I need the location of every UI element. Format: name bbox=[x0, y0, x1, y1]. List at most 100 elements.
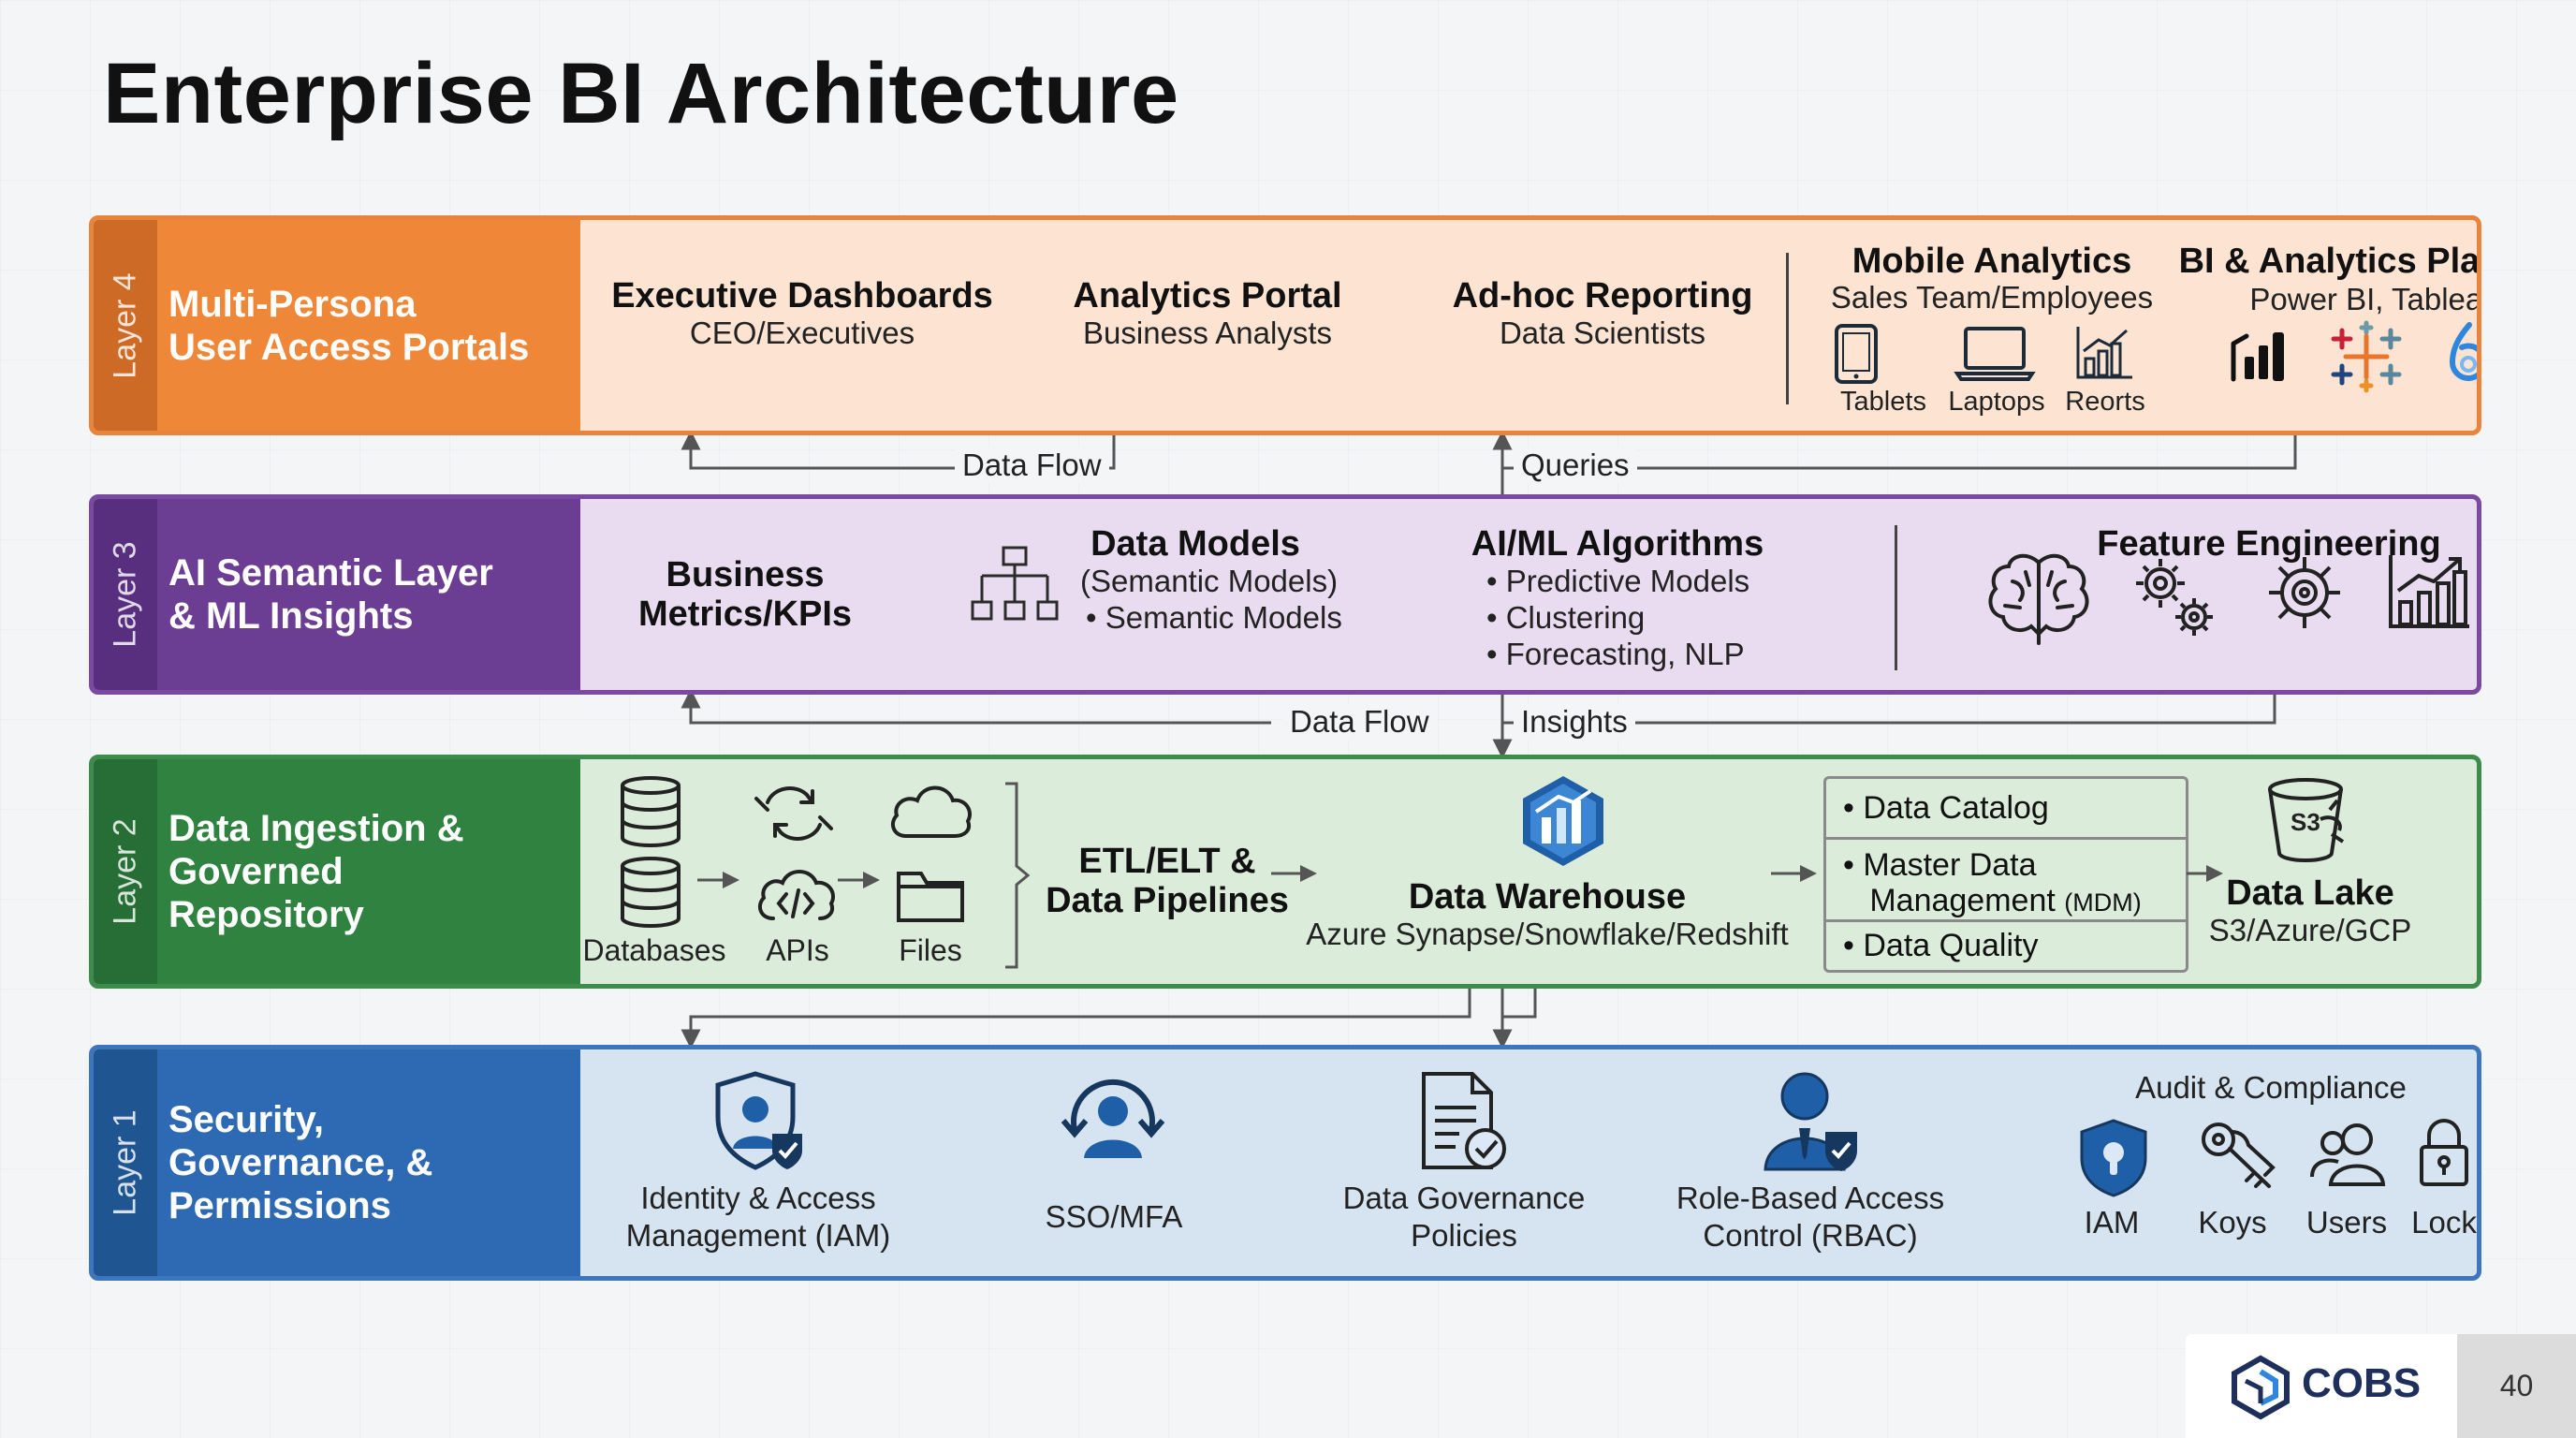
settings-gears-icon bbox=[2136, 559, 2213, 636]
layer-3-tag: Layer 3 bbox=[94, 499, 157, 690]
governance-label-line1: Data Governance bbox=[1342, 1181, 1586, 1215]
governance-label-line2: Policies bbox=[1411, 1218, 1517, 1253]
shield-lock-icon bbox=[2080, 1119, 2147, 1197]
identity-shield-icon bbox=[715, 1071, 802, 1170]
tablet-icon bbox=[1835, 324, 1878, 384]
data-models-line2: • Semantic Models bbox=[1086, 600, 1342, 635]
layer-2-label: Data Ingestion & Governed Repository bbox=[157, 759, 580, 984]
iam-label-line1: Identity & Access bbox=[640, 1181, 876, 1215]
users-icon bbox=[2310, 1123, 2386, 1186]
catalog-arrow bbox=[2187, 865, 2223, 882]
layer-2-tag: Layer 2 bbox=[94, 759, 157, 984]
data-warehouse-icon bbox=[1523, 776, 1603, 866]
algorithm-item-predictive: • Predictive Models bbox=[1486, 564, 1750, 598]
device-label-laptops: Laptops bbox=[1948, 387, 2045, 417]
audit-label-lock: Lock bbox=[2411, 1205, 2477, 1240]
executive-dashboards-persona: CEO/Executives bbox=[689, 315, 915, 350]
cobs-logo-text: COBS bbox=[2302, 1360, 2422, 1406]
report-chart-icon bbox=[2076, 327, 2132, 379]
layer-2-panel: Layer 2 Data Ingestion & Governed Reposi… bbox=[89, 755, 2481, 989]
layer-3-content: Business Metrics/KPIs Data Models (Seman… bbox=[580, 499, 2477, 690]
flow-label-data-flow-lower: Data Flow bbox=[1282, 704, 1437, 740]
database-icon-secondary bbox=[621, 857, 681, 928]
audit-compliance-title: Audit & Compliance bbox=[2135, 1070, 2407, 1105]
cobs-logo: COBS bbox=[2186, 1334, 2457, 1438]
audit-label-iam: IAM bbox=[2084, 1205, 2140, 1240]
executive-dashboards-title: Executive Dashboards bbox=[611, 276, 993, 315]
page-number: 40 bbox=[2457, 1334, 2576, 1438]
layer-3-panel: Layer 3 AI Semantic Layer & ML Insights … bbox=[89, 494, 2481, 695]
layer-2-content: Databases APIs Files ETL/ELT & Data Pipe… bbox=[580, 759, 2477, 984]
layer-4-divider bbox=[1786, 253, 1789, 404]
bi-platform-tools: Power BI, Tableau bbox=[2249, 282, 2481, 316]
flow-label-queries: Queries bbox=[1514, 448, 1637, 483]
flow-label-insights: Insights bbox=[1514, 704, 1635, 740]
cloud-icon bbox=[890, 785, 972, 838]
layer-4-tag: Layer 4 bbox=[94, 220, 157, 431]
flow-label-data-flow-upper: Data Flow bbox=[955, 448, 1109, 483]
layer-3-label: AI Semantic Layer & ML Insights bbox=[157, 499, 580, 690]
source-label-apis: APIs bbox=[766, 933, 829, 967]
source-arrows bbox=[697, 872, 880, 888]
sync-arrows-icon bbox=[754, 786, 833, 841]
page-title: Enterprise BI Architecture bbox=[103, 46, 1179, 141]
iam-label-line2: Management (IAM) bbox=[625, 1218, 891, 1253]
hierarchy-icon bbox=[971, 546, 1059, 621]
data-warehouse-title: Data Warehouse bbox=[1408, 877, 1687, 917]
gear-icon bbox=[2269, 557, 2340, 628]
device-label-reports: Reorts bbox=[2065, 387, 2145, 417]
rbac-label-line1: Role-Based Access bbox=[1676, 1181, 1945, 1215]
lock-icon bbox=[2420, 1119, 2468, 1186]
mobile-analytics-persona: Sales Team/Employees bbox=[1830, 280, 2154, 315]
layer-1-label: Security, Governance, & Permissions bbox=[157, 1049, 580, 1276]
growth-chart-icon bbox=[2389, 555, 2469, 628]
adhoc-reporting-persona: Data Scientists bbox=[1499, 315, 1706, 350]
business-metrics-label: Business Metrics/KPIs bbox=[637, 555, 853, 634]
source-label-files: Files bbox=[899, 933, 962, 967]
svg-text:S3: S3 bbox=[2291, 808, 2320, 836]
laptop-icon bbox=[1954, 327, 2036, 381]
layer-4-panel: Layer 4 Multi-Persona User Access Portal… bbox=[89, 215, 2481, 435]
device-label-tablets: Tablets bbox=[1840, 387, 1926, 417]
layer-4-content: Executive Dashboards CEO/Executives Anal… bbox=[580, 220, 2477, 431]
s3-bucket-icon: S3 bbox=[2268, 778, 2345, 862]
layer-4-label: Multi-Persona User Access Portals bbox=[157, 220, 580, 431]
adhoc-reporting-title: Ad-hoc Reporting bbox=[1452, 276, 1753, 315]
etl-arrow bbox=[1271, 865, 1317, 882]
audit-label-users: Users bbox=[2305, 1205, 2388, 1240]
etl-pipelines-label: ETL/ELT & Data Pipelines bbox=[1046, 842, 1289, 920]
catalog-item-data-quality: • Data Quality bbox=[1826, 919, 2186, 963]
analytics-portal-title: Analytics Portal bbox=[1073, 276, 1342, 315]
sources-bracket bbox=[1005, 782, 1031, 969]
brain-icon bbox=[1988, 553, 2089, 645]
tableau-icon bbox=[2331, 320, 2402, 393]
layer-1-content: Identity & Access Management (IAM) SSO/M… bbox=[580, 1049, 2477, 1276]
data-warehouse-platforms: Azure Synapse/Snowflake/Redshift bbox=[1306, 917, 1789, 951]
data-lake-providers: S3/Azure/GCP bbox=[2208, 913, 2412, 947]
rbac-user-shield-icon bbox=[1764, 1072, 1857, 1171]
catalog-item-mdm: • Master Data Management (MDM) bbox=[1826, 837, 2186, 920]
bi-platform-title: BI & Analytics Platform bbox=[2178, 242, 2481, 281]
api-cloud-icon bbox=[757, 870, 835, 920]
rbac-label-line2: Control (RBAC) bbox=[1703, 1218, 1918, 1253]
warehouse-arrow bbox=[1771, 865, 1817, 882]
folder-icon bbox=[897, 872, 964, 922]
analytics-portal-persona: Business Analysts bbox=[1083, 315, 1332, 350]
database-icon bbox=[621, 776, 681, 847]
analytics-logo-icon bbox=[2449, 322, 2477, 381]
power-bi-icon bbox=[2231, 332, 2284, 382]
layer-1-panel: Layer 1 Security, Governance, & Permissi… bbox=[89, 1045, 2481, 1281]
catalog-item-data-catalog: • Data Catalog bbox=[1843, 790, 2049, 826]
audit-label-keys: Koys bbox=[2198, 1205, 2267, 1240]
sso-mfa-label: SSO/MFA bbox=[1045, 1199, 1183, 1234]
feature-engineering-title: Feature Engineering bbox=[2097, 524, 2441, 564]
data-lake-title: Data Lake bbox=[2226, 873, 2394, 913]
mobile-analytics-title: Mobile Analytics bbox=[1852, 242, 2132, 281]
ai-ml-algorithms-title: AI/ML Algorithms bbox=[1471, 524, 1764, 564]
data-models-line1: (Semantic Models) bbox=[1080, 564, 1339, 598]
algorithm-item-clustering: • Clustering bbox=[1486, 600, 1646, 635]
data-models-title: Data Models bbox=[1090, 524, 1300, 564]
governance-document-icon bbox=[1422, 1072, 1506, 1169]
keys-icon bbox=[2202, 1123, 2276, 1188]
algorithm-item-forecasting: • Forecasting, NLP bbox=[1486, 637, 1745, 671]
